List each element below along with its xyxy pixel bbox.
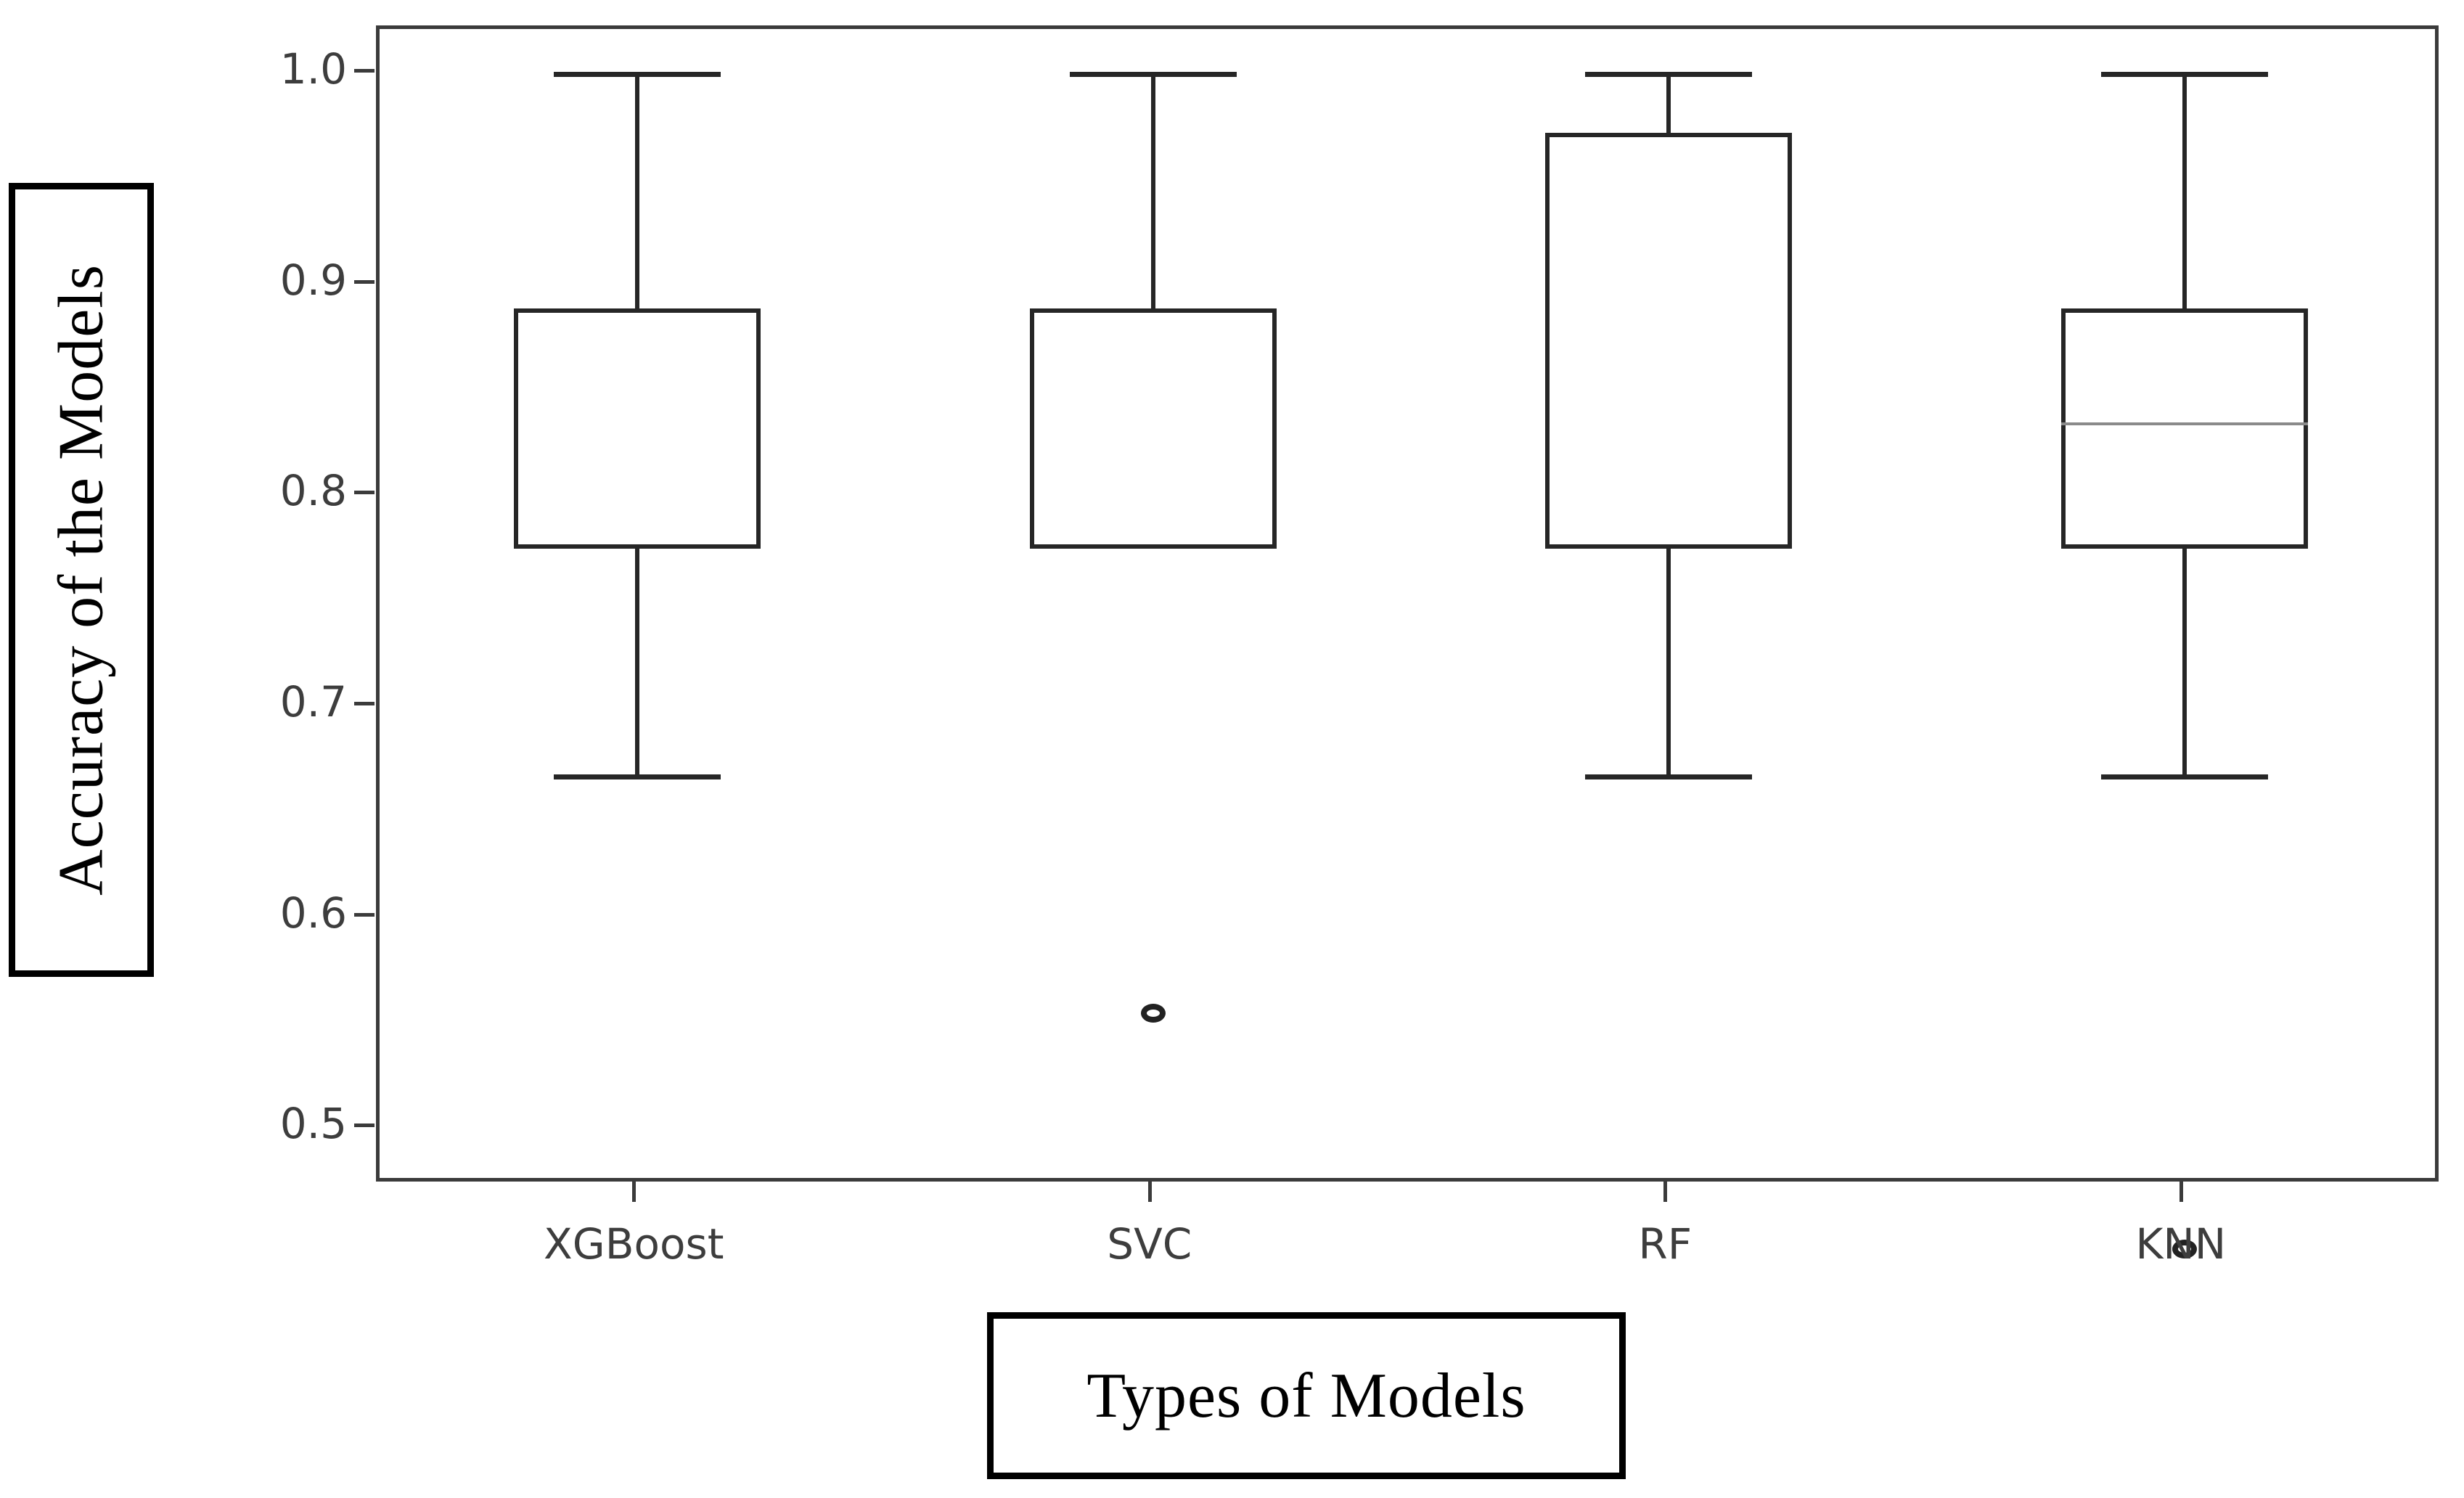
whisker-cap-upper — [1585, 71, 1753, 77]
y-tick-mark — [354, 491, 374, 495]
y-tick-mark — [354, 68, 374, 73]
whisker-upper — [1666, 73, 1671, 134]
x-tick-label-svc: SVC — [1107, 1219, 1192, 1269]
y-tick-label: 0.8 — [279, 466, 347, 516]
y-tick-mark — [354, 912, 374, 917]
whisker-cap-upper — [1069, 71, 1237, 77]
y-tick-mark — [354, 701, 374, 705]
box-plot-xgboost — [380, 29, 2435, 1178]
x-axis-title-box: Types of Models — [987, 1312, 1626, 1479]
box-iqr — [2060, 308, 2308, 549]
whisker-cap-upper — [2100, 71, 2268, 77]
x-tick-mark — [632, 1182, 637, 1202]
whisker-upper — [2182, 73, 2187, 308]
x-tick-label-knn: KNN — [2135, 1219, 2227, 1269]
y-tick-mark — [354, 1124, 374, 1128]
median-line — [2060, 422, 2308, 425]
plot-inner — [380, 29, 2435, 1259]
whisker-cap-lower — [2100, 774, 2268, 779]
y-axis-title: Accuracy of the Models — [46, 264, 117, 896]
box-iqr — [1029, 308, 1277, 549]
x-tick-mark — [1147, 1182, 1152, 1202]
whisker-lower — [1666, 548, 1671, 777]
x-tick-mark — [2179, 1182, 2183, 1202]
y-tick-mark — [354, 279, 374, 284]
whisker-lower — [2182, 548, 2187, 777]
y-axis-title-box: Accuracy of the Models — [9, 183, 154, 977]
y-tick-label: 0.5 — [279, 1099, 347, 1149]
outlier-point — [1140, 1003, 1166, 1023]
y-tick-label: 0.9 — [279, 255, 347, 305]
plot-area — [376, 25, 2439, 1259]
whisker-upper — [635, 73, 640, 308]
whisker-upper — [1150, 73, 1155, 308]
whisker-cap-lower — [554, 774, 721, 779]
y-tick-label: 0.6 — [279, 888, 347, 938]
y-tick-label: 0.7 — [279, 676, 347, 727]
x-tick-label-rf: RF — [1638, 1219, 1693, 1269]
x-axis-title: Types of Models — [1086, 1360, 1526, 1431]
box-iqr — [1545, 133, 1793, 549]
x-tick-label-xgboost: XGBoost — [544, 1219, 724, 1269]
box-iqr — [514, 308, 761, 549]
whisker-cap-lower — [1585, 774, 1753, 779]
outlier-point — [2172, 1240, 2197, 1259]
box-plot-rf — [380, 29, 2435, 1178]
whisker-cap-upper — [554, 71, 721, 77]
whisker-lower — [635, 548, 640, 777]
y-tick-label: 1.0 — [279, 44, 347, 94]
x-tick-mark — [1663, 1182, 1668, 1202]
box-plot-svc — [380, 29, 2435, 1178]
box-plot-knn — [380, 29, 2435, 1259]
